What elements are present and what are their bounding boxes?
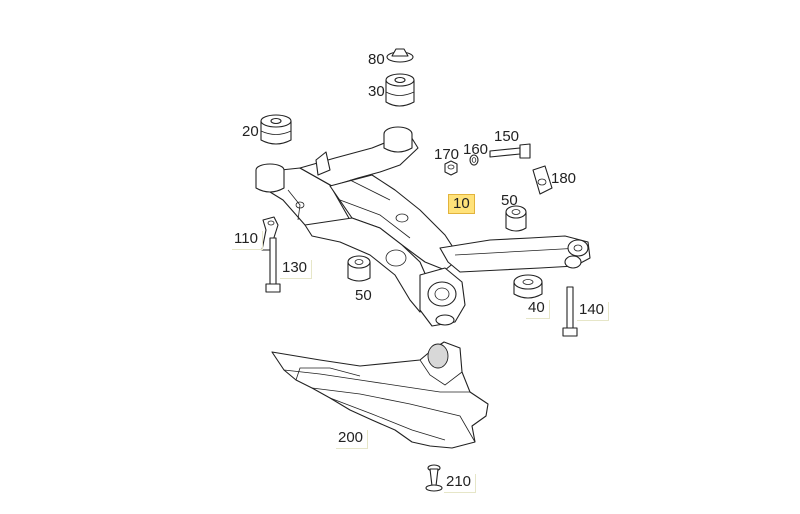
label-20: 20 — [242, 123, 259, 140]
label-80: 80 — [368, 51, 385, 68]
part-150-bolt — [489, 143, 531, 159]
part-30-bushing — [385, 73, 415, 107]
label-50-right: 50 — [501, 192, 518, 209]
part-10-subframe — [255, 126, 591, 327]
part-140-bolt — [562, 286, 578, 337]
part-20-bushing — [260, 114, 292, 145]
part-210-clip — [425, 464, 443, 492]
part-180-bracket — [532, 165, 553, 195]
label-10-highlighted[interactable]: 10 — [448, 194, 475, 214]
label-140: 140 — [577, 302, 610, 321]
part-50-bushing-right — [505, 205, 527, 232]
label-50-left: 50 — [355, 287, 372, 304]
label-170: 170 — [434, 146, 460, 163]
label-200: 200 — [336, 430, 369, 449]
part-40-bushing — [513, 274, 543, 299]
label-180: 180 — [551, 170, 577, 187]
part-130-bolt — [265, 237, 281, 293]
label-40: 40 — [526, 300, 550, 319]
label-210: 210 — [444, 474, 477, 493]
part-170-nut — [444, 160, 458, 176]
label-30: 30 — [368, 83, 385, 100]
part-50-bushing-left — [347, 255, 371, 282]
label-110: 110 — [232, 231, 263, 250]
part-80-cap — [386, 48, 414, 63]
label-160: 160 — [463, 141, 489, 158]
label-150: 150 — [494, 128, 520, 145]
label-130: 130 — [280, 260, 313, 279]
part-160-washer — [469, 154, 479, 166]
part-200-underbody-cover — [271, 341, 489, 449]
